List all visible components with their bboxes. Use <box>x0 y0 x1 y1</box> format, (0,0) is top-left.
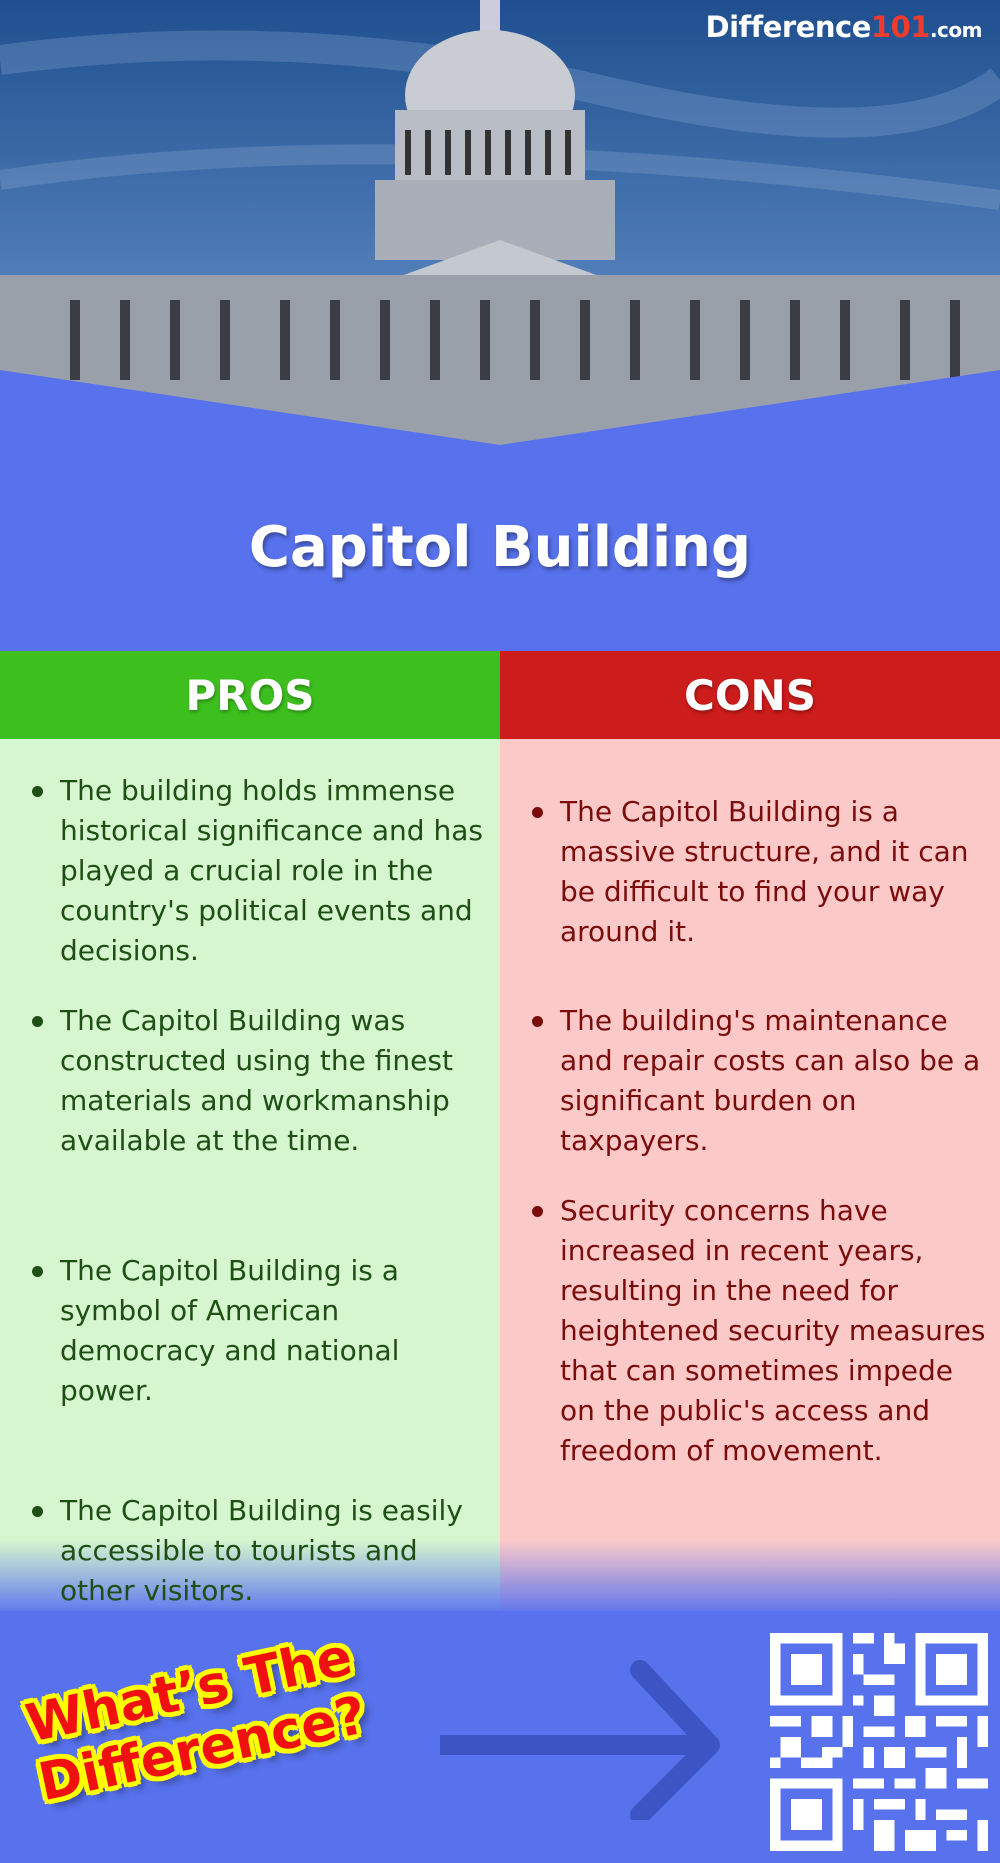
brand-logo: Difference101.com <box>705 10 983 44</box>
cons-item: The Capitol Building is a massive struct… <box>528 792 990 952</box>
qr-code[interactable] <box>770 1633 988 1851</box>
page-title: Capitol Building <box>248 515 752 580</box>
brand-name: Difference <box>705 10 872 44</box>
cons-item: Security concerns have increased in rece… <box>528 1191 990 1471</box>
cons-item: The building's maintenance and repair co… <box>528 1001 990 1161</box>
pros-column: PROS The building holds immense historic… <box>0 651 500 1611</box>
pros-item: The building holds immense historical si… <box>28 771 490 971</box>
brand-domain: .com <box>929 18 983 42</box>
brand-number: 101 <box>870 10 931 44</box>
cons-column: CONS The Capitol Building is a massive s… <box>500 651 1000 1611</box>
fade-overlay <box>0 1540 1000 1630</box>
pros-item: The Capitol Building was constructed usi… <box>28 1001 490 1161</box>
pros-heading: PROS <box>0 651 500 739</box>
capitol-building-photo <box>0 0 1000 445</box>
cons-heading: CONS <box>500 651 1000 739</box>
pros-item: The Capitol Building is a symbol of Amer… <box>28 1251 490 1411</box>
arrow-right-icon <box>440 1660 720 1820</box>
